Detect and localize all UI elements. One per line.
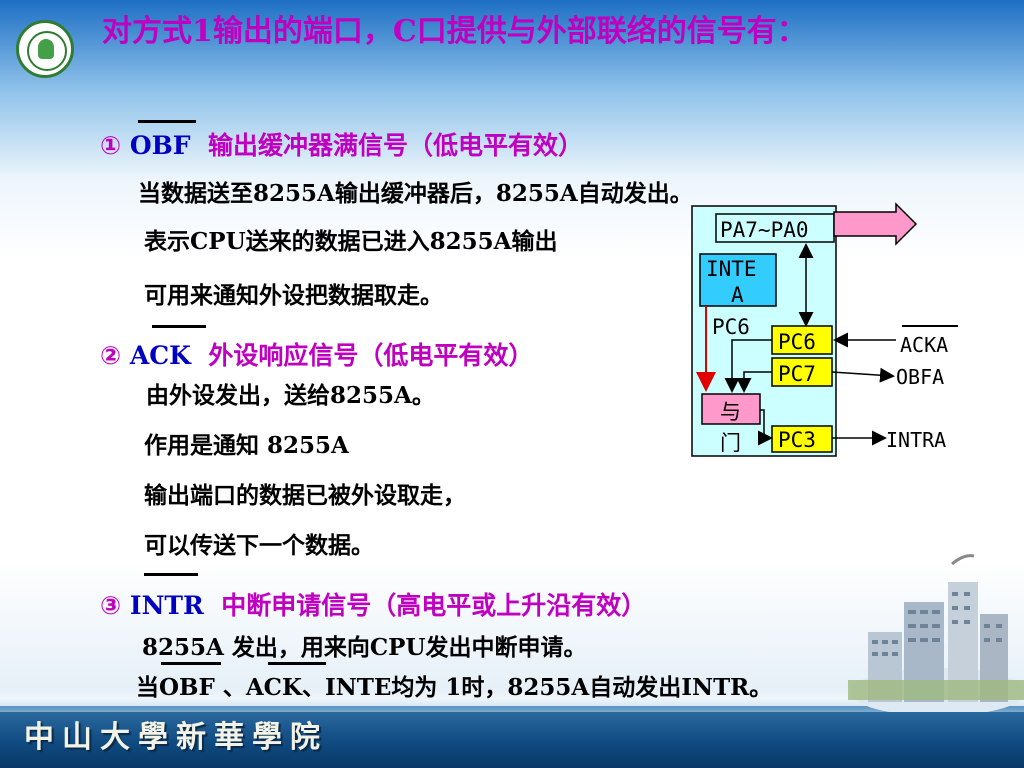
cond-prefix: 当 <box>136 674 159 701</box>
pc6-label: PC6 <box>712 315 750 339</box>
campus-building-icon <box>848 582 1024 712</box>
section1-heading: ① OBF 输出缓冲器满信号（低电平有效） <box>100 126 583 162</box>
port-label: PA7~PA0 <box>720 218 809 242</box>
section1-line-1: 当数据送至8255A输出缓冲器后，8255A自动发出。 <box>138 180 693 207</box>
cond-sep: 、 <box>214 674 246 701</box>
inte-label-2: A <box>731 283 744 307</box>
pc3-box-label: PC3 <box>778 428 816 452</box>
and-gate-label-2: 门 <box>720 431 741 455</box>
pc7-box-label: PC7 <box>778 362 816 386</box>
section3-number: ③ <box>100 591 122 620</box>
school-logo-icon <box>16 20 74 78</box>
section2-heading: ② ACK 外设响应信号（低电平有效） <box>100 336 533 372</box>
footer-school-name: 中山大學新華學院 <box>24 720 328 755</box>
footer-band <box>0 698 1024 768</box>
decorative-swoosh-icon <box>951 554 975 566</box>
acka-label: ACKA <box>900 333 948 357</box>
port-output-arrow <box>833 202 918 246</box>
cond-rest: 、INTE均为 1时，8255A自动发出INTR。 <box>301 674 773 701</box>
inte-box <box>699 253 777 307</box>
section2-line-2: 作用是通知 8255A <box>144 432 349 459</box>
and-gate-label-1: 与 <box>720 400 741 424</box>
slide-title: 对方式1输出的端口，C口提供与外部联络的信号有： <box>102 14 807 49</box>
obfa-label: OBFA <box>896 365 944 389</box>
section2-number: ② <box>100 341 122 370</box>
section2-line-4: 可以传送下一个数据。 <box>144 532 374 559</box>
section1-line-3: 可用来通知外设把数据取走。 <box>144 282 443 309</box>
intr-overline <box>144 573 198 576</box>
ack-overline-2 <box>268 662 326 665</box>
section3-line-1: 8255A 发出，用来向CPU发出中断申请。 <box>142 634 587 661</box>
gate-pc3-wire <box>758 409 773 446</box>
section2-signal: ACK <box>129 341 191 370</box>
section3-heading: ③ INTR 中断申请信号（高电平或上升沿有效） <box>100 586 646 622</box>
obf-output-arrow <box>831 367 895 383</box>
intra-label: INTRA <box>886 428 946 452</box>
obf-overline-2 <box>161 662 221 665</box>
ack-overline <box>152 325 206 328</box>
cond-obf: OBF <box>159 674 215 701</box>
section1-desc: 输出缓冲器满信号（低电平有效） <box>207 131 583 160</box>
pc7-gate-wire <box>736 371 772 393</box>
section2-line-1: 由外设发出，送给8255A。 <box>146 382 435 409</box>
8255a-mode1-output-diagram: PA7~PA0 INTE A PC6 PC6 PC7 PC3 与 门 ACKA <box>691 202 958 457</box>
cond-ack: ACK <box>245 674 302 701</box>
obf-overline <box>138 120 196 123</box>
section1-signal: OBF <box>129 131 191 160</box>
inte-label-1: INTE <box>706 257 757 281</box>
section3-line-2: 当OBF 、ACK、INTE均为 1时，8255A自动发出INTR。 <box>136 668 772 702</box>
pc6-box-label: PC6 <box>778 330 816 354</box>
section3-signal: INTR <box>129 591 204 620</box>
pc6-gate-wire <box>724 339 772 393</box>
section1-line-2: 表示CPU送来的数据已进入8255A输出 <box>144 228 558 255</box>
and-gate <box>701 393 761 425</box>
section2-line-3: 输出端口的数据已被外设取走， <box>144 482 466 509</box>
section1-number: ① <box>100 131 122 160</box>
section3-desc: 中断申请信号（高电平或上升沿有效） <box>221 591 647 620</box>
section2-desc: 外设响应信号（低电平有效） <box>208 341 534 370</box>
